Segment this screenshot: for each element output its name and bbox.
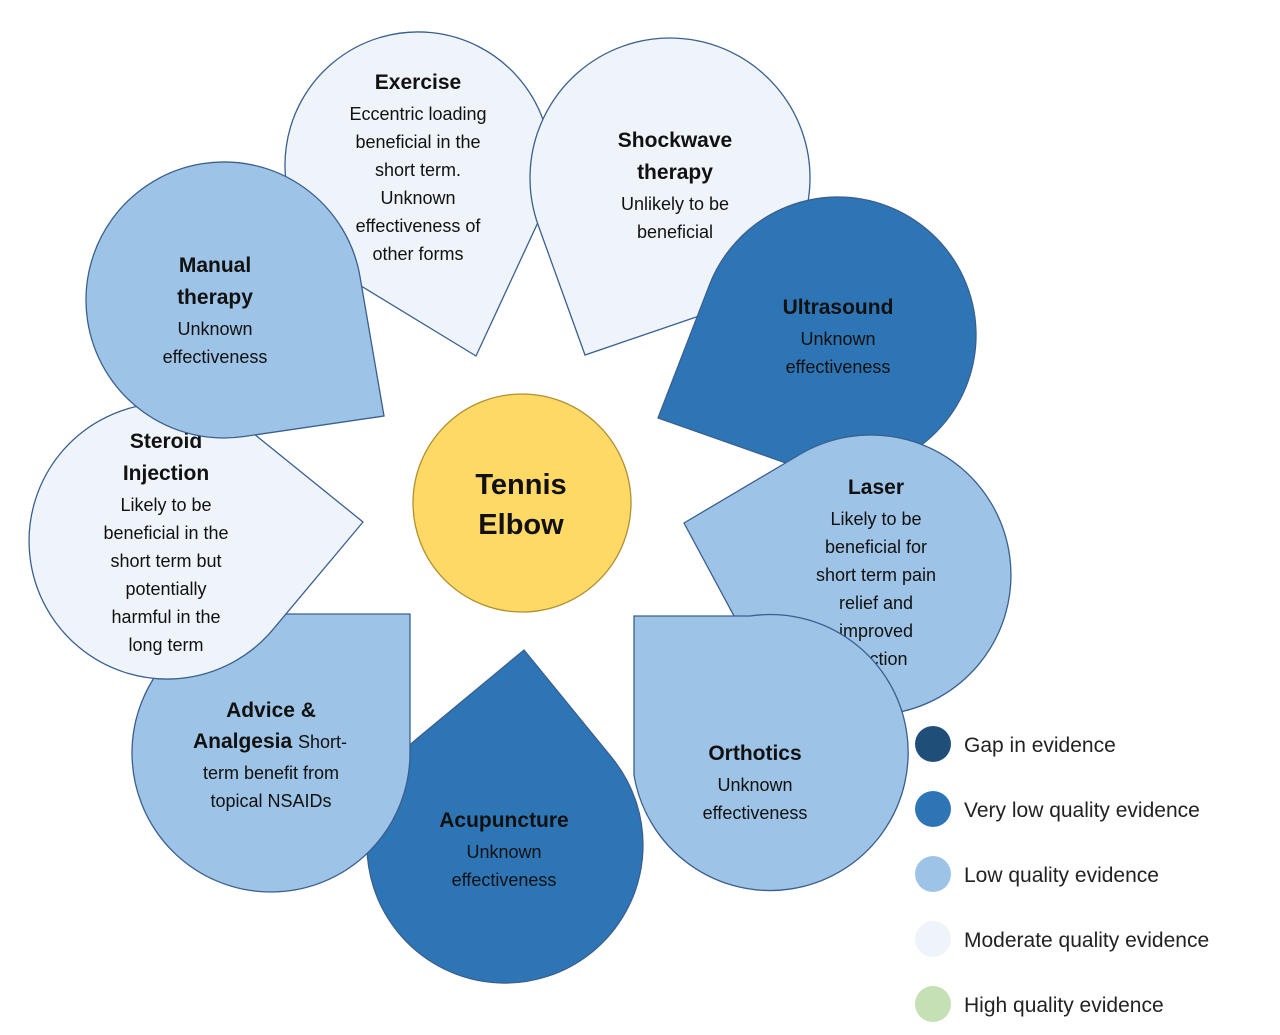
petal-text-ultrasound: effectiveness xyxy=(786,357,891,377)
legend-label: Very low quality evidence xyxy=(964,799,1200,822)
petal-text-laser: short term pain xyxy=(816,565,936,585)
petal-advice: Advice & Analgesia Short-term benefit fro… xyxy=(131,613,411,893)
petal-title-advice: Advice & xyxy=(226,699,316,722)
center-title: Tennis xyxy=(475,469,566,501)
petal-text-steroid: Likely to be xyxy=(120,495,211,515)
legend-label: High quality evidence xyxy=(964,994,1164,1017)
legend-label: Low quality evidence xyxy=(964,864,1159,887)
petal-text-steroid: short term but xyxy=(110,551,221,571)
petal-text-laser: relief and xyxy=(839,593,913,613)
legend-swatch xyxy=(915,791,951,827)
petal-title-shockwave: therapy xyxy=(637,161,713,184)
petal-title-shockwave: Shockwave xyxy=(618,129,732,152)
legend-swatch xyxy=(915,921,951,957)
petal-text-steroid: potentially xyxy=(125,579,206,599)
petal-text-exercise: Unknown xyxy=(380,188,455,208)
petal-text-exercise: short term. xyxy=(375,160,461,180)
center-title: Elbow xyxy=(478,509,564,541)
petal-title-laser: Laser xyxy=(848,476,904,499)
petal-text-ultrasound: Unknown xyxy=(800,329,875,349)
petal-title-manual: Manual xyxy=(179,254,251,277)
legend-item-moderate: Moderate quality evidence xyxy=(915,921,1209,957)
petal-title-manual: therapy xyxy=(177,286,253,309)
petal-text-exercise: Eccentric loading xyxy=(349,104,486,124)
legend-swatch xyxy=(915,726,951,762)
legend-swatch xyxy=(915,986,951,1022)
petal-text-acupuncture: effectiveness xyxy=(452,870,557,890)
legend-item-gap: Gap in evidence xyxy=(915,726,1116,762)
petal-shape-manual xyxy=(85,161,385,439)
petal-text-steroid: long term xyxy=(128,635,203,655)
legend-label: Moderate quality evidence xyxy=(964,929,1209,952)
legend-swatch xyxy=(915,856,951,892)
petal-text-shockwave: beneficial xyxy=(637,222,713,242)
petal-text-steroid: beneficial in the xyxy=(103,523,228,543)
petal-title-exercise: Exercise xyxy=(375,71,461,94)
petal-text-laser: Likely to be xyxy=(830,509,921,529)
legend-label: Gap in evidence xyxy=(964,734,1116,757)
legend-item-low: Low quality evidence xyxy=(915,856,1159,892)
petal-text-laser: improved xyxy=(839,621,913,641)
petal-text-steroid: harmful in the xyxy=(111,607,220,627)
petal-title-steroid: Steroid xyxy=(130,430,202,453)
center-circle xyxy=(412,393,632,613)
petal-text-exercise: effectiveness of xyxy=(356,216,482,236)
petal-text-orthotics: Unknown xyxy=(717,775,792,795)
legend-item-high: High quality evidence xyxy=(915,986,1164,1022)
petal-text-exercise: beneficial in the xyxy=(355,132,480,152)
petal-text-orthotics: effectiveness xyxy=(703,803,808,823)
petal-text-acupuncture: Unknown xyxy=(466,842,541,862)
petal-text-advice: term benefit from xyxy=(203,763,339,783)
petal-text-manual: effectiveness xyxy=(163,347,268,367)
petal-text-exercise: other forms xyxy=(372,244,463,264)
petal-title-acupuncture: Acupuncture xyxy=(439,809,569,832)
petal-text-advice: Short- xyxy=(298,732,347,752)
petal-title-ultrasound: Ultrasound xyxy=(783,296,894,319)
petal-text-advice: topical NSAIDs xyxy=(210,791,331,811)
petal-text-shockwave: Unlikely to be xyxy=(621,194,729,214)
petal-title-advice: Analgesia Short- xyxy=(193,730,347,753)
petal-text-manual: Unknown xyxy=(177,319,252,339)
legend-item-very_low: Very low quality evidence xyxy=(915,791,1200,827)
petal-title-steroid: Injection xyxy=(123,462,209,485)
petal-shape-orthotics xyxy=(633,613,909,892)
petal-text-laser: beneficial for xyxy=(825,537,927,557)
petal-title-orthotics: Orthotics xyxy=(708,742,801,765)
